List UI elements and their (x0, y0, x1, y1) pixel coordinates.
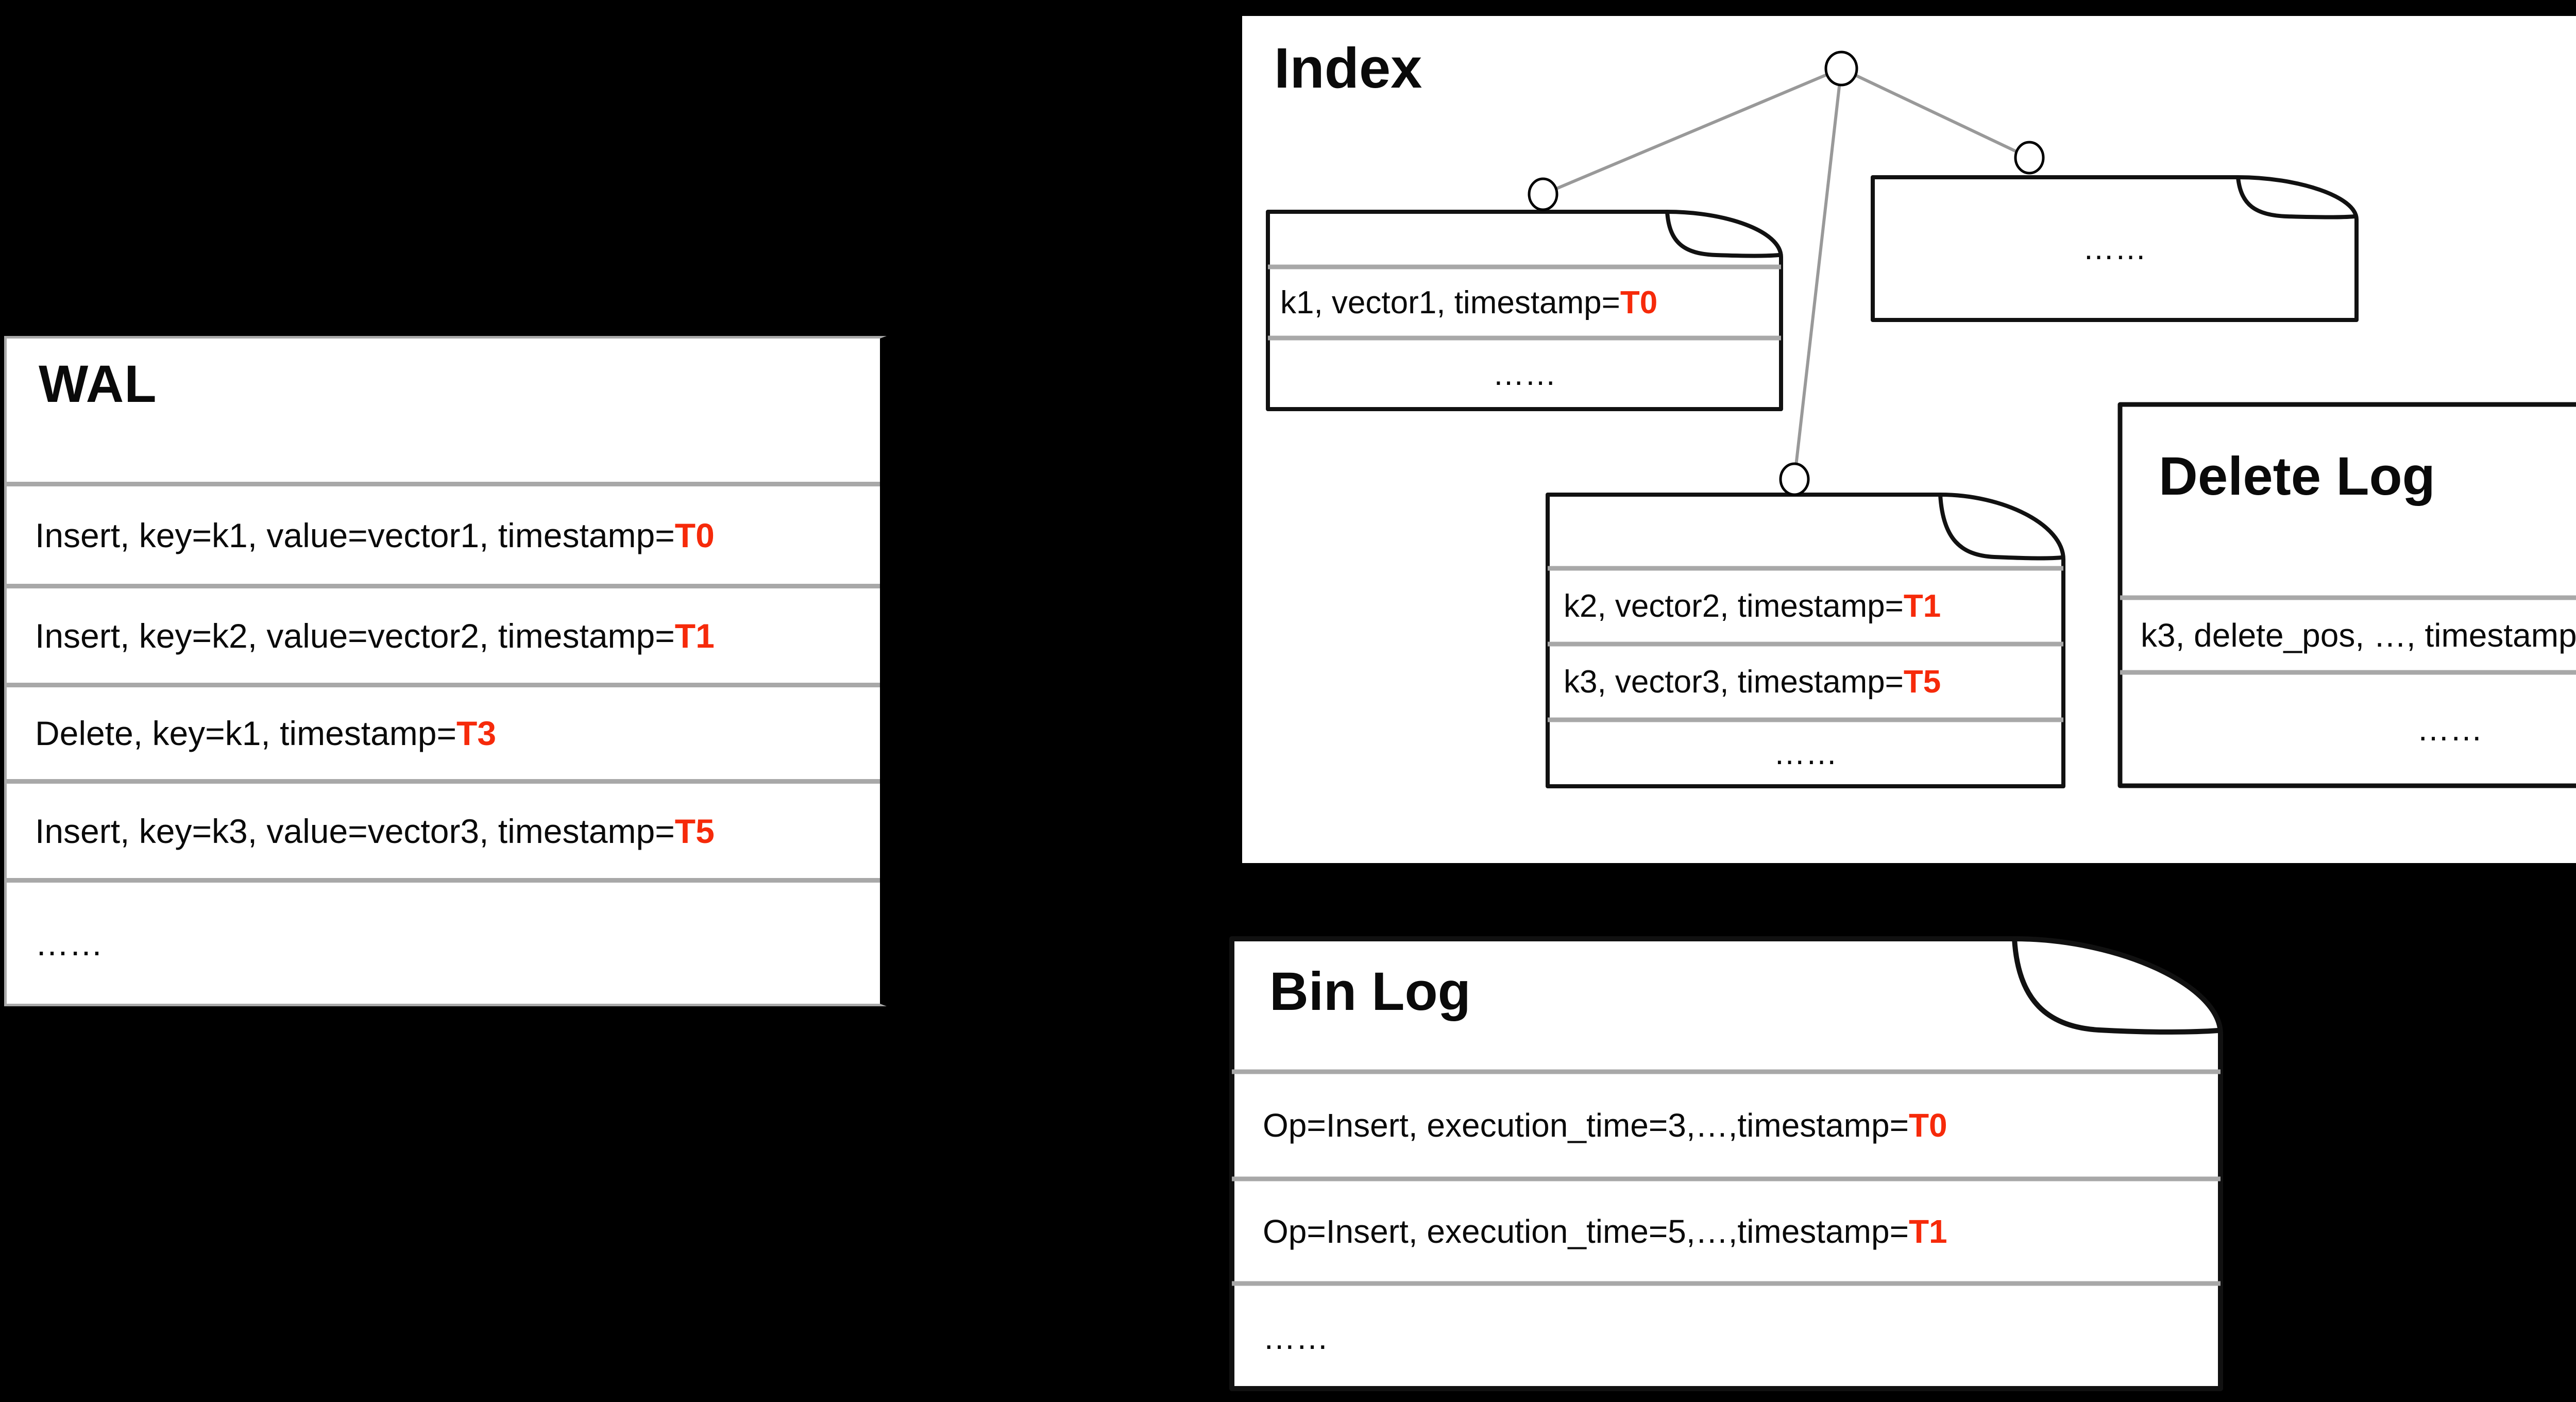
delete-log-row-ellipsis: …… (2417, 711, 2483, 748)
folded-corner-icon (2012, 936, 2221, 1035)
page-outline (1871, 175, 2359, 322)
segment-row-timestamp: T1 (1903, 588, 1941, 624)
segment-row-text: k1, vector1, timestamp= (1280, 284, 1620, 320)
wal-table: WAL Insert, key=k1, value=vector1, times… (4, 336, 887, 1006)
wal-row: Insert, key=k1, value=vector1, timestamp… (7, 482, 880, 584)
page-outline (2117, 402, 2576, 788)
tree-edge (1793, 68, 1843, 480)
bin-log-row-text: Op=Insert, execution_time=3,…,timestamp= (1263, 1107, 1909, 1144)
index-title: Index (1274, 37, 1422, 100)
tree-child-node-right (2014, 141, 2045, 175)
wal-row-ellipsis: …… (35, 924, 103, 962)
wal-row: Insert, key=k3, value=vector3, timestamp… (7, 779, 880, 878)
segment-row: k1, vector1, timestamp=T0 (1266, 267, 1783, 338)
wal-row-timestamp: T0 (674, 516, 715, 554)
wal-row-text: Insert, key=k3, value=vector3, timestamp… (35, 812, 675, 850)
segment-row-ellipsis: …… (1773, 736, 1838, 771)
bin-log-row: Op=Insert, execution_time=3,…,timestamp=… (1229, 1072, 2223, 1179)
tree-child-node-middle (1779, 462, 1810, 496)
delete-log-row: …… (2117, 672, 2576, 786)
segment-row-timestamp: T5 (1903, 664, 1941, 700)
tree-child-node-left (1528, 177, 1558, 211)
wal-title: WAL (39, 354, 157, 413)
bin-log-row: Op=Insert, execution_time=5,…,timestamp=… (1229, 1179, 2223, 1283)
index-panel: Index k1, vector1, timestamp=T0 …… …… (1236, 10, 2576, 869)
wal-row-text: Delete, key=k1, timestamp= (35, 714, 457, 752)
bin-log-row-timestamp: T1 (1908, 1212, 1947, 1250)
wal-row: Delete, key=k1, timestamp=T3 (7, 683, 880, 779)
folded-corner-icon (1665, 210, 1781, 258)
wal-row: Insert, key=k2, value=vector2, timestamp… (7, 584, 880, 683)
delete-log-row: k3, delete_pos, …, timestamp=T3 (2117, 598, 2576, 672)
bin-log-row: …… (1229, 1283, 2223, 1391)
segment-row-timestamp: T0 (1620, 284, 1658, 320)
delete-log-page: Delete Log k3, delete_pos, …, timestamp=… (2117, 402, 2576, 788)
segment-row-ellipsis: …… (1493, 356, 1556, 392)
folded-corner-icon (2236, 175, 2357, 219)
segment-row: …… (1871, 175, 2359, 322)
bin-log-page: Bin Log Op=Insert, execution_time=3,…,ti… (1229, 936, 2223, 1391)
segment-row-text: k2, vector2, timestamp= (1564, 588, 1904, 624)
segment-row: …… (1266, 338, 1783, 410)
segment-row: k2, vector2, timestamp=T1 (1546, 568, 2065, 644)
page-outline (1229, 936, 2223, 1391)
wal-row-timestamp: T3 (456, 714, 497, 752)
delete-log-title: Delete Log (2159, 446, 2435, 506)
bin-log-row-ellipsis: …… (1263, 1319, 1329, 1356)
delete-log-row-text: k3, delete_pos, …, timestamp= (2141, 616, 2576, 654)
wal-row: …… (7, 878, 880, 1004)
index-segment-page-k1: k1, vector1, timestamp=T0 …… (1266, 210, 1783, 411)
segment-row-ellipsis: …… (2082, 231, 2147, 266)
wal-row-text: Insert, key=k2, value=vector2, timestamp… (35, 616, 675, 655)
folded-corner-icon (1938, 493, 2063, 561)
segment-row: k3, vector3, timestamp=T5 (1546, 644, 2065, 720)
page-outline (1546, 493, 2065, 788)
tree-root-node (1824, 50, 1858, 87)
bin-log-row-text: Op=Insert, execution_time=5,…,timestamp= (1263, 1212, 1909, 1250)
tree-edge (1840, 67, 2030, 159)
tree-edge (1542, 67, 1842, 196)
index-segment-page-other: …… (1871, 175, 2359, 322)
wal-row-timestamp: T5 (674, 812, 715, 850)
segment-row-text: k3, vector3, timestamp= (1564, 664, 1904, 700)
bin-log-title: Bin Log (1269, 961, 1471, 1022)
wal-row-text: Insert, key=k1, value=vector1, timestamp… (35, 516, 675, 554)
segment-row: …… (1546, 720, 2065, 787)
page-outline (1266, 210, 1783, 411)
index-segment-page-k2-k3: k2, vector2, timestamp=T1 k3, vector3, t… (1546, 493, 2065, 788)
bin-log-row-timestamp: T0 (1908, 1107, 1947, 1144)
wal-row-timestamp: T1 (674, 616, 715, 655)
